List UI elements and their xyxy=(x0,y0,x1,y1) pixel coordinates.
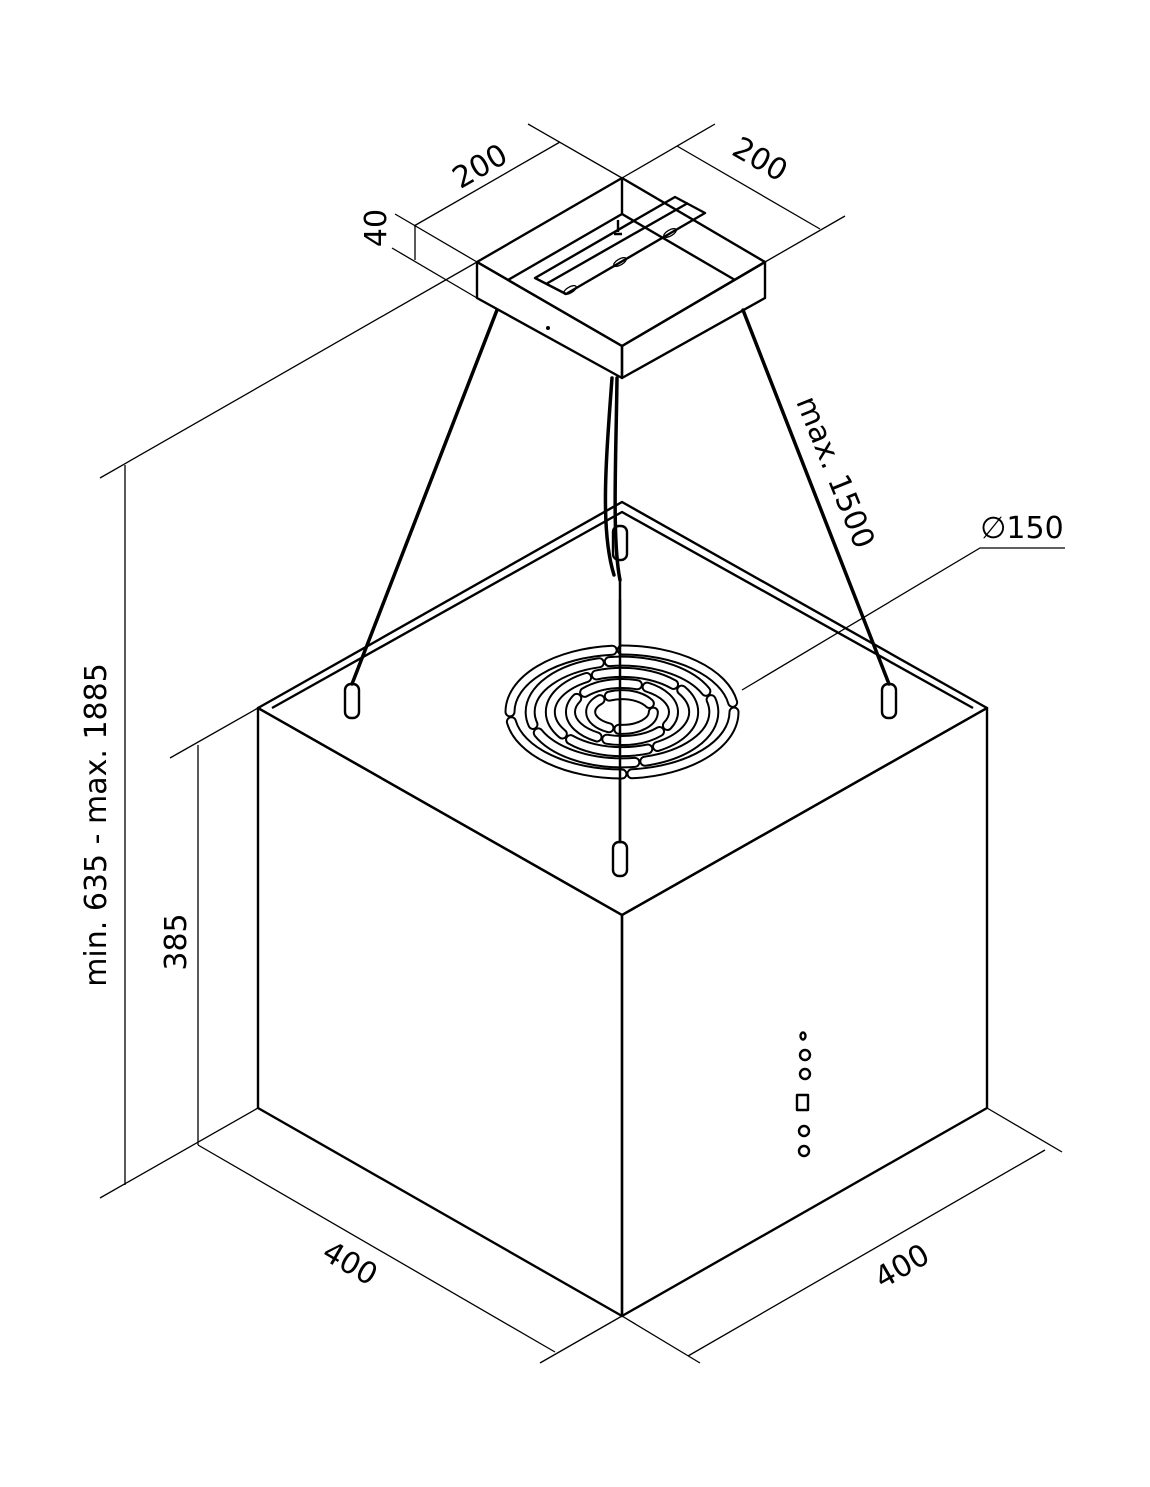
hood-body xyxy=(256,500,989,1318)
outlet-grille xyxy=(504,644,740,780)
grille-slot-ring xyxy=(506,646,738,778)
suspension-cables xyxy=(350,308,891,844)
total-height-label: min. 635 - max. 1885 xyxy=(79,663,114,987)
grille-slot-ring xyxy=(526,657,718,767)
ceiling-bracket xyxy=(475,176,767,380)
grille-slot-ring xyxy=(566,679,678,745)
bracket-height-label: 40 xyxy=(359,209,394,247)
outlet-diameter-label: ∅150 xyxy=(980,511,1063,546)
cable-length-label: max. 1500 xyxy=(788,391,881,553)
cable-anchors xyxy=(343,524,898,878)
body-height-label: 385 xyxy=(159,913,194,970)
grille-slot-ring xyxy=(546,668,698,756)
control-buttons xyxy=(795,1031,812,1158)
body-width-left-label: 400 xyxy=(316,1234,383,1293)
grille-slot-ring xyxy=(587,691,657,733)
dimension-lines xyxy=(99,123,1065,1364)
